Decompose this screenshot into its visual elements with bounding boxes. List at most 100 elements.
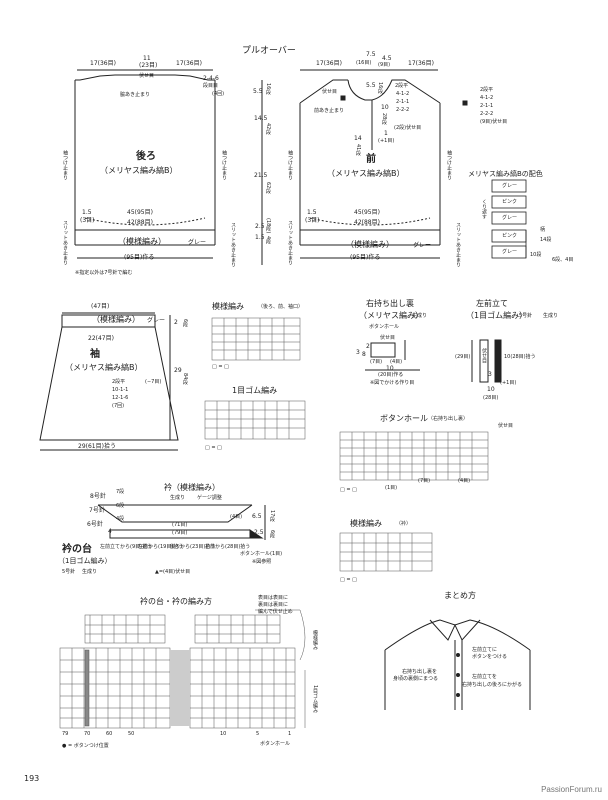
placket-right-title: 右持ち出し裏 bbox=[366, 299, 414, 308]
front-piece-outline bbox=[299, 69, 468, 259]
front-neck-14: 14 bbox=[354, 135, 362, 142]
front-slit-left: スリットあき止まり bbox=[287, 220, 293, 265]
sleeve-width: (47目) bbox=[91, 303, 110, 310]
collar-knit-col-60: 60 bbox=[106, 731, 113, 737]
front-neck-28: 28段 bbox=[381, 113, 387, 125]
finish-note1: 左前立てに bbox=[472, 647, 498, 653]
back-slit-left: スリットあき止まり bbox=[62, 220, 68, 265]
front-shoulder-legend4: 2-2-2 bbox=[480, 111, 494, 117]
collar-pickup-3: 後ろから(23目)拾う bbox=[170, 544, 216, 550]
back-seam-mark: 脇あき止まり bbox=[120, 92, 151, 98]
back-measure-42: 42段 bbox=[265, 123, 271, 135]
back-piece-outline bbox=[74, 69, 263, 265]
placket-right-btn: ボタンホール bbox=[369, 324, 400, 330]
back-measure-14-5: 14.5 bbox=[254, 115, 268, 122]
placket-left-title: 左前立て bbox=[476, 299, 508, 308]
front-neck-dec1: 2段平 bbox=[395, 83, 409, 89]
stripe-title: メリヤス編み縞Bの配色 bbox=[468, 170, 543, 178]
back-width-mid-stitches: (23目) bbox=[139, 62, 158, 69]
placket-left-needle: 5号針 bbox=[519, 313, 533, 319]
front-cast-on: (95目)作る bbox=[350, 254, 381, 261]
stripe-note-end: 6段、4目 bbox=[552, 257, 574, 263]
collar-knit-title: 衿の台・衿の編み方 bbox=[140, 597, 212, 606]
placket-left-bindoff: 伏せ目 bbox=[481, 348, 487, 363]
front-hem-1-5: 1.5 bbox=[307, 209, 317, 216]
sleeve-m-2: 2 bbox=[174, 319, 178, 326]
placket-left-m10b: 10 bbox=[487, 386, 495, 393]
back-width-left: 17(36目) bbox=[90, 60, 116, 67]
pattern2-title: 模様編み bbox=[350, 519, 382, 528]
collar-bindoff: ▲=(4目)伏せ目 bbox=[155, 569, 191, 575]
stripe-repeat: くり返す bbox=[481, 199, 487, 219]
stripe-row-4: ピンク bbox=[502, 233, 518, 239]
back-sleeve-mark-right: 袖つけ止まり bbox=[221, 150, 227, 180]
collar-n7: 7号針 bbox=[89, 507, 105, 514]
back-hem-3: (3目) bbox=[80, 217, 95, 224]
collar-knit-legend: ● = ボタンつけ位置 bbox=[62, 743, 109, 749]
collar-m-4: (4目) bbox=[230, 514, 243, 520]
stripe-label-pat: 柄 bbox=[540, 227, 546, 233]
back-hem-45: 45(95目) bbox=[127, 209, 153, 216]
collar-base-title: 衿の台 bbox=[62, 544, 92, 555]
sleeve-inner-width: 22(47目) bbox=[88, 335, 114, 342]
rib1-title: 1目ゴム編み bbox=[232, 386, 278, 395]
page-title: プルオーバー bbox=[242, 46, 296, 56]
buttonhole-r4: (4目) bbox=[458, 478, 471, 484]
collar-m-6: 6段 bbox=[269, 530, 275, 539]
placket-right-w3: (20目)作る bbox=[378, 372, 404, 378]
pattern1-sub: （後ろ、前、袖口） bbox=[258, 304, 304, 310]
placket-right-outline bbox=[365, 340, 420, 371]
placket-right-m8: 8 bbox=[362, 351, 366, 358]
page-number: 193 bbox=[24, 774, 40, 783]
placket-right-w10: 10 bbox=[386, 365, 394, 372]
collar-knit-col-5: 5 bbox=[256, 731, 260, 737]
front-title: 前 bbox=[366, 154, 376, 165]
placket-right-w1: (7目) bbox=[370, 359, 383, 365]
back-hem-42: 42(88目) bbox=[127, 219, 153, 226]
sleeve-subtitle: （メリヤス編み縞B） bbox=[65, 363, 143, 372]
collar-knit-col-1: 1 bbox=[288, 731, 292, 737]
grid-collar-knit bbox=[59, 609, 306, 729]
back-measure-62: 62段 bbox=[265, 182, 271, 194]
placket-left-m28: (28目) bbox=[483, 395, 499, 401]
front-rib-label: （模様編み） bbox=[346, 240, 394, 249]
front-sleeve-mark-left: 袖つけ止まり bbox=[287, 150, 293, 180]
sleeve-m-6: 6段 bbox=[182, 319, 188, 328]
collar-knit-col-70: 70 bbox=[84, 731, 91, 737]
collar-w-71: (71目) bbox=[172, 522, 188, 528]
collar-n6: 6号針 bbox=[87, 521, 103, 528]
front-width-right: 17(36目) bbox=[408, 60, 434, 67]
buttonhole-r7: (7目) bbox=[418, 478, 431, 484]
collar-color: 生成り bbox=[170, 495, 186, 501]
sleeve-rib-label: （模様編み） bbox=[92, 315, 140, 324]
stripe-note-10: 10段 bbox=[530, 252, 542, 258]
rib1-legend: □ = □ bbox=[205, 445, 222, 451]
collar-title: 衿（模様編み） bbox=[164, 483, 220, 492]
sleeve-dec: (−7目) bbox=[145, 379, 162, 385]
pattern2-sub: （衿） bbox=[396, 521, 412, 527]
back-measure-2-5: 2.5 bbox=[255, 223, 265, 230]
collar-s6: 6段 bbox=[116, 503, 125, 509]
sleeve-inc1: 2段平 bbox=[112, 379, 126, 385]
collar-pickup-4: 右前から(28目)拾う bbox=[205, 544, 251, 550]
sleeve-rib-color: グレー bbox=[147, 317, 166, 324]
sleeve-inc2: 10-1-1 bbox=[112, 387, 129, 393]
sleeve-inc3: 12-1-6 bbox=[112, 395, 129, 401]
grid-pattern2 bbox=[339, 532, 433, 572]
sleeve-m-84: 84段 bbox=[182, 373, 188, 385]
back-shoulder-dec3: (4回) bbox=[212, 91, 225, 97]
finish-note4: 身頃の裏側にまつる bbox=[393, 676, 439, 682]
back-shoulder-dec: 2-4-6 bbox=[203, 75, 219, 82]
finish-note5: 左前立てを bbox=[472, 674, 497, 680]
back-hem-1-5: 1.5 bbox=[82, 209, 92, 216]
back-cast-on: (95目)作る bbox=[124, 254, 155, 261]
grid-buttonhole bbox=[339, 431, 489, 481]
finish-note2: ボタンをつける bbox=[472, 654, 508, 660]
pattern1-legend: □ = □ bbox=[212, 364, 229, 370]
placket-left-m3: 3 bbox=[488, 371, 492, 378]
buttonhole-title: ボタンホール bbox=[380, 414, 428, 423]
back-measure-18: (18段) bbox=[265, 218, 271, 234]
grid-pattern1 bbox=[211, 317, 301, 361]
collar-ref: ※図参照 bbox=[252, 559, 272, 565]
